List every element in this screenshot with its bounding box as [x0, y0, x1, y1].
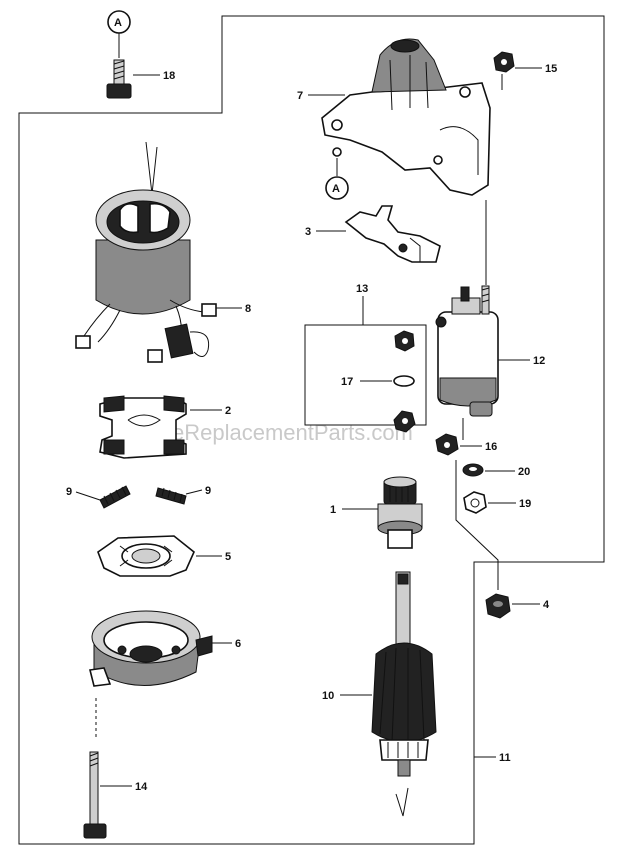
callout-7: 7: [297, 90, 303, 102]
callout-9-left: 9: [66, 486, 72, 498]
part-8-yoke-assembly[interactable]: [75, 141, 217, 363]
part-10-armature[interactable]: [371, 571, 437, 817]
part-2-brush-holder[interactable]: [99, 395, 187, 459]
callout-6: 6: [235, 638, 241, 650]
callout-11: 11: [499, 752, 511, 764]
part-16-nut[interactable]: [435, 433, 459, 456]
callout-2: 2: [225, 405, 231, 417]
callout-3: 3: [305, 226, 311, 238]
callout-1: 1: [330, 504, 336, 516]
part-19-nut[interactable]: [463, 491, 487, 514]
ref-marker-top-label: A: [114, 17, 122, 29]
callout-19: 19: [519, 498, 531, 510]
part-14-through-bolt[interactable]: [83, 698, 107, 839]
part-7-drive-housing[interactable]: [321, 38, 491, 196]
kit-nut-top: [394, 330, 415, 352]
ref-marker-inner-label: A: [332, 183, 340, 195]
part-4-nut[interactable]: [485, 593, 511, 619]
callout-18: 18: [163, 70, 175, 82]
callout-16: 16: [485, 441, 497, 453]
callout-10: 10: [322, 690, 334, 702]
part-17-washer[interactable]: [393, 375, 415, 387]
callout-9-right: 9: [205, 485, 211, 497]
callout-12: 12: [533, 355, 545, 367]
callout-4: 4: [543, 599, 550, 611]
ref-marker-inner: [325, 176, 349, 200]
callout-8: 8: [245, 303, 251, 315]
callout-13: 13: [356, 283, 368, 295]
part-15-nut[interactable]: [493, 51, 515, 73]
part-12-solenoid[interactable]: [435, 285, 499, 417]
watermark: eReplacementParts.com: [172, 420, 413, 445]
part-9-spring-left[interactable]: [99, 485, 131, 509]
callout-14: 14: [135, 781, 148, 793]
callout-15: 15: [545, 63, 557, 75]
part-1-pinion-gear[interactable]: [377, 476, 423, 549]
callout-5: 5: [225, 551, 231, 563]
part-18-bolt[interactable]: A: [106, 10, 132, 99]
part-3-shift-lever[interactable]: [344, 205, 441, 263]
part-5-brush-plate[interactable]: [97, 535, 195, 577]
part-13-kit-box[interactable]: [304, 324, 427, 426]
part-20-washer[interactable]: [462, 463, 484, 477]
part-9-spring-right[interactable]: [155, 487, 187, 505]
callout-17: 17: [341, 376, 353, 388]
kit-nut-bottom: [393, 410, 416, 433]
assembly-outline: [18, 15, 605, 845]
callout-20: 20: [518, 466, 530, 478]
part-6-rear-end-cover[interactable]: [89, 610, 213, 687]
